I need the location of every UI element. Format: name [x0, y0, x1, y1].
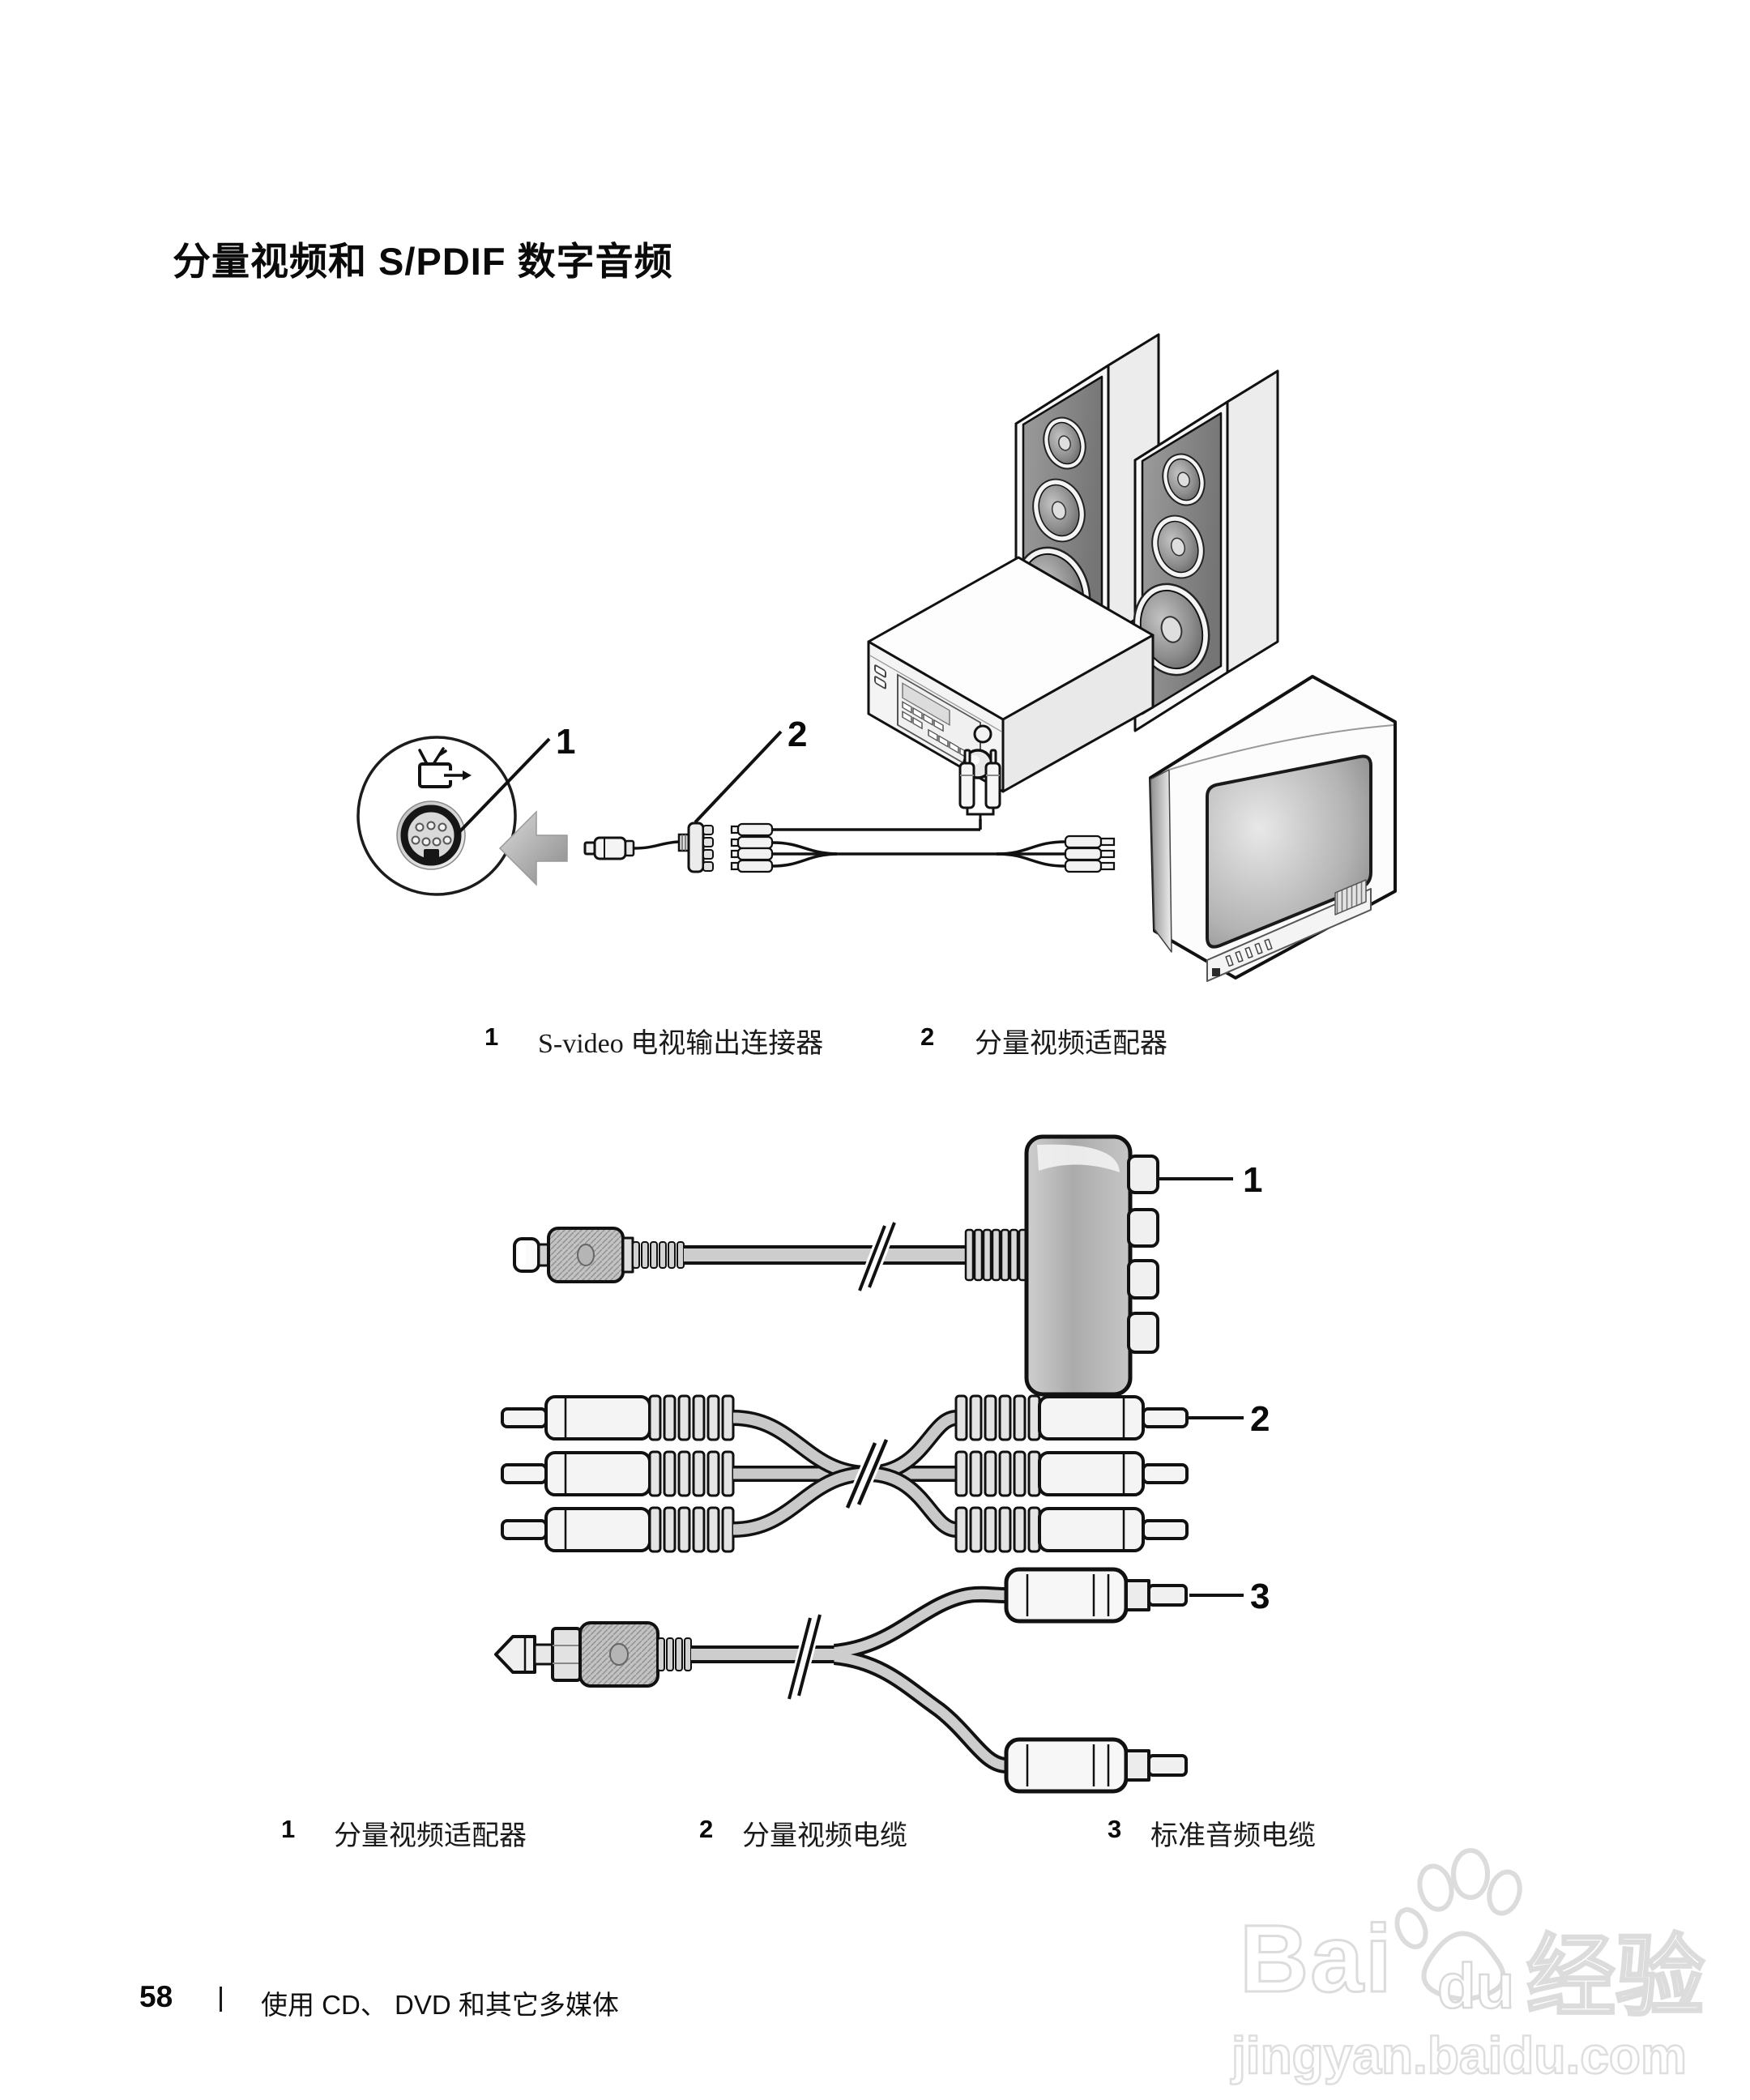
- component-video-cable: 2: [501, 1394, 1270, 1553]
- footer-divider: [220, 1987, 222, 2012]
- cable-break-symbol: [844, 1437, 890, 1510]
- cable-break-symbol: [856, 1221, 898, 1292]
- fig1-legend-num-1: 1: [484, 1022, 499, 1051]
- baidu-watermark: Bai du 经验 jingyan.baidu.com: [1225, 1848, 1744, 2097]
- av-receiver: [867, 556, 1155, 793]
- standard-audio-cable: 3: [494, 1567, 1270, 1794]
- fig1-legend-label-1: S-video 电视输出连接器: [538, 1029, 824, 1059]
- callout-1: 1: [556, 722, 575, 762]
- callout-2: 2: [788, 715, 807, 754]
- footer-chapter-title: 使用 CD、 DVD 和其它多媒体: [261, 1990, 619, 2020]
- callout-video-cable: 2: [1250, 1399, 1270, 1439]
- fig2-legend-num-3: 3: [1108, 1815, 1122, 1843]
- watermark-bai-text: Bai: [1239, 1905, 1394, 2014]
- figure1-callouts: 1 2: [455, 715, 807, 836]
- component-adapter-small: [677, 822, 714, 873]
- fig2-legend-num-2: 2: [699, 1815, 714, 1843]
- fig2-legend-label-3: 标准音频电缆: [1150, 1821, 1316, 1851]
- audio-plug-pair: [958, 749, 1001, 830]
- rca-plugs-and-cables: [730, 819, 1116, 873]
- s-video-port-icon: [396, 800, 466, 870]
- watermark-du-text: du: [1436, 1949, 1516, 2023]
- fig2-legend-num-1: 1: [281, 1815, 296, 1843]
- fig1-legend-num-2: 2: [920, 1022, 935, 1051]
- component-adapter-large: 1: [513, 1134, 1262, 1397]
- speakers: [1014, 333, 1279, 732]
- fig2-legend-label-2: 分量视频电缆: [742, 1821, 907, 1851]
- figure-connection-overview: 1 2: [356, 333, 1397, 982]
- cable-break-symbol: [786, 1614, 823, 1700]
- page-title: 分量视频和 S/PDIF 数字音频: [173, 240, 673, 283]
- crt-tv: [1149, 675, 1397, 982]
- baidu-paw-icon: [1394, 1848, 1522, 2003]
- callout-audio-cable: 3: [1250, 1577, 1270, 1616]
- figure-cables: 1: [494, 1134, 1270, 1794]
- footer-page-number: 58: [139, 1980, 173, 2013]
- fig2-legend-label-1: 分量视频适配器: [334, 1821, 527, 1851]
- tv-out-icon: [418, 747, 472, 788]
- watermark-jingyan-text: 经验: [1526, 1927, 1706, 2029]
- fig1-legend-label-2: 分量视频适配器: [975, 1029, 1167, 1059]
- s-video-cable-plug: [583, 836, 680, 860]
- s-video-closeup: [356, 736, 517, 896]
- watermark-url-text: jingyan.baidu.com: [1231, 2025, 1688, 2086]
- arrow-left-icon: [498, 810, 568, 886]
- callout-adapter: 1: [1243, 1160, 1262, 1200]
